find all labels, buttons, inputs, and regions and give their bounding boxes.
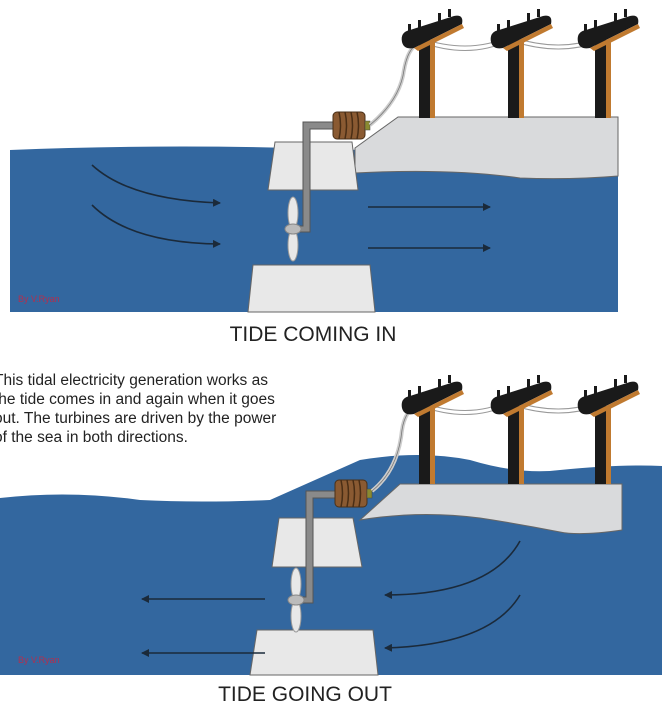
- author-credit: By V.Ryan: [18, 294, 60, 304]
- bottom-diagram: By V.Ryan TIDE GOING OUT: [0, 375, 662, 706]
- description-line: This tidal electricity generation works …: [0, 372, 268, 389]
- land-embankment: [354, 116, 619, 180]
- sea-water: [10, 146, 618, 312]
- description-line: out. The turbines are driven by the powe…: [0, 410, 277, 427]
- utility-pole-icon: [577, 9, 640, 118]
- lower-platform: [249, 629, 379, 676]
- generator-icon: [332, 111, 371, 140]
- land-embankment: [358, 483, 623, 535]
- overhead-wires: [419, 35, 599, 51]
- upper-platform: [271, 517, 363, 568]
- flow-arrow-curved: [384, 594, 521, 652]
- flow-arrow-curved: [91, 204, 221, 248]
- generator-icon: [334, 479, 373, 508]
- overhead-wires: [419, 399, 599, 415]
- description-line: the tide comes in and again when it goes: [0, 391, 275, 408]
- lower-platform: [247, 264, 376, 313]
- description-line: of the sea in both directions.: [0, 429, 188, 446]
- upper-platform: [267, 141, 359, 191]
- top-diagram: By V.Ryan TIDE COMING IN: [10, 9, 640, 346]
- utility-pole-icon: [401, 9, 464, 118]
- description-text: This tidal electricity generation works …: [0, 371, 354, 447]
- power-cable: [368, 42, 419, 127]
- flow-arrow-curved: [384, 540, 521, 599]
- author-credit: By V.Ryan: [18, 655, 60, 665]
- caption-tide-going-out: TIDE GOING OUT: [218, 683, 392, 706]
- utility-pole-icon: [490, 9, 553, 118]
- flow-arrow-curved: [91, 164, 221, 207]
- caption-tide-coming-in: TIDE COMING IN: [230, 323, 397, 346]
